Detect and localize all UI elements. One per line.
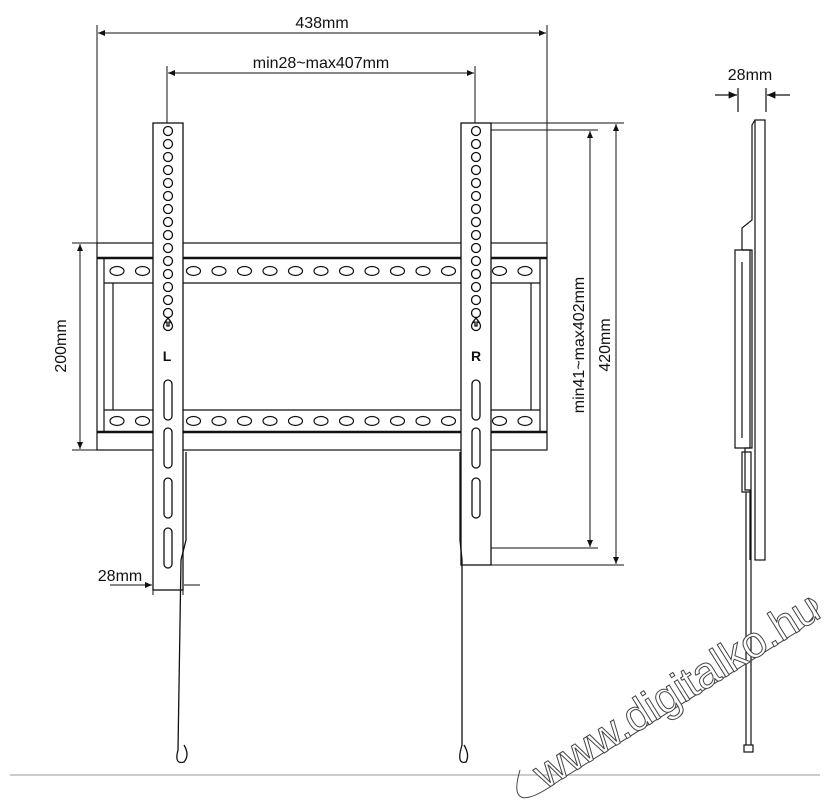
frame-hole: [415, 265, 431, 277]
strip-hole: [162, 255, 174, 267]
frame-hole: [236, 265, 253, 277]
strip-slot: [163, 527, 173, 569]
hole-range-label: min41~max402mm: [571, 277, 588, 414]
strip-hole: [470, 229, 482, 241]
depth-label: 28mm: [728, 67, 772, 84]
left-strip-label: L: [163, 348, 172, 364]
strip-hole: [470, 151, 482, 163]
arrow-up-icon: [471, 316, 481, 327]
frame-hole: [440, 265, 457, 277]
strip-width-label: 28mm: [98, 568, 142, 585]
strip-hole: [162, 268, 174, 280]
strip-slot: [471, 379, 481, 421]
frame-hole: [364, 415, 380, 427]
strip-hole: [162, 229, 174, 241]
strip-slot: [471, 427, 481, 469]
svg-text:www.digitalko.hu: www.digitalko.hu: [523, 583, 828, 799]
frame-hole: [287, 415, 304, 427]
frame-hole: [389, 265, 406, 277]
right-safety-cord: [459, 452, 469, 764]
strip-hole: [162, 216, 174, 228]
frame-hole: [185, 415, 202, 427]
strip-hole: [162, 190, 174, 202]
frame-hole: [185, 265, 202, 277]
strip-hole: [162, 242, 174, 254]
frame-hole: [262, 265, 278, 277]
strip-height-dimension: [491, 122, 624, 566]
frame-height-dimension: [72, 242, 97, 451]
frame-hole: [134, 415, 151, 427]
strip-hole: [470, 242, 482, 254]
frame-height-label: 200mm: [53, 319, 70, 372]
strip-hole: [162, 294, 174, 306]
frame-hole: [211, 415, 227, 427]
frame-hole: [415, 415, 431, 427]
strip-hole: [470, 125, 482, 137]
frame-hole: [440, 415, 457, 427]
right-strip-label: R: [471, 348, 481, 364]
width-dimension: [96, 25, 548, 243]
strip-hole: [470, 138, 482, 150]
frame-hole: [517, 415, 533, 427]
strip-hole: [470, 268, 482, 280]
strip-hole: [470, 255, 482, 267]
strip-hole: [470, 203, 482, 215]
strip-hole: [162, 203, 174, 215]
frame-hole: [262, 415, 278, 427]
hole-spacing-label: min28~max407mm: [253, 55, 390, 72]
frame-hole: [491, 265, 508, 277]
frame-hole: [517, 265, 533, 277]
strip-hole: [162, 138, 174, 150]
width-label: 438mm: [295, 15, 348, 32]
strip-hole: [470, 281, 482, 293]
frame-hole: [313, 265, 329, 277]
strip-hole: [162, 151, 174, 163]
frame-hole: [364, 265, 380, 277]
strip-hole: [162, 307, 174, 319]
frame-hole: [109, 415, 125, 427]
strip-hole: [162, 177, 174, 189]
left-strip: [152, 122, 184, 591]
hole-range-dimension: [478, 129, 598, 549]
strip-height-label: 420mm: [597, 318, 614, 371]
strip-hole: [470, 164, 482, 176]
frame-hole: [236, 415, 253, 427]
frame-hole: [211, 265, 227, 277]
frame-hole: [109, 265, 125, 277]
strip-hole: [470, 177, 482, 189]
strip-hole: [470, 190, 482, 202]
left-safety-cord: [176, 452, 188, 764]
strip-hole: [162, 164, 174, 176]
right-strip: [460, 122, 492, 566]
frame-hole: [287, 265, 304, 277]
strip-hole: [470, 307, 482, 319]
strip-slot: [163, 379, 173, 421]
frame-hole: [389, 415, 406, 427]
frame-hole: [134, 265, 151, 277]
side-view: [715, 88, 790, 753]
arrow-up-icon: [163, 316, 173, 327]
strip-hole: [162, 281, 174, 293]
strip-hole: [162, 125, 174, 137]
strip-slot: [163, 477, 173, 519]
frame-hole: [338, 265, 355, 277]
strip-hole: [470, 294, 482, 306]
strip-hole: [470, 216, 482, 228]
strip-slot: [163, 427, 173, 469]
watermark: www.digitalko.hu: [516, 583, 829, 800]
hole-spacing-dimension: [166, 66, 476, 125]
frame-hole: [491, 415, 508, 427]
frame-hole: [313, 415, 329, 427]
frame-hole: [338, 415, 355, 427]
strip-slot: [471, 477, 481, 519]
